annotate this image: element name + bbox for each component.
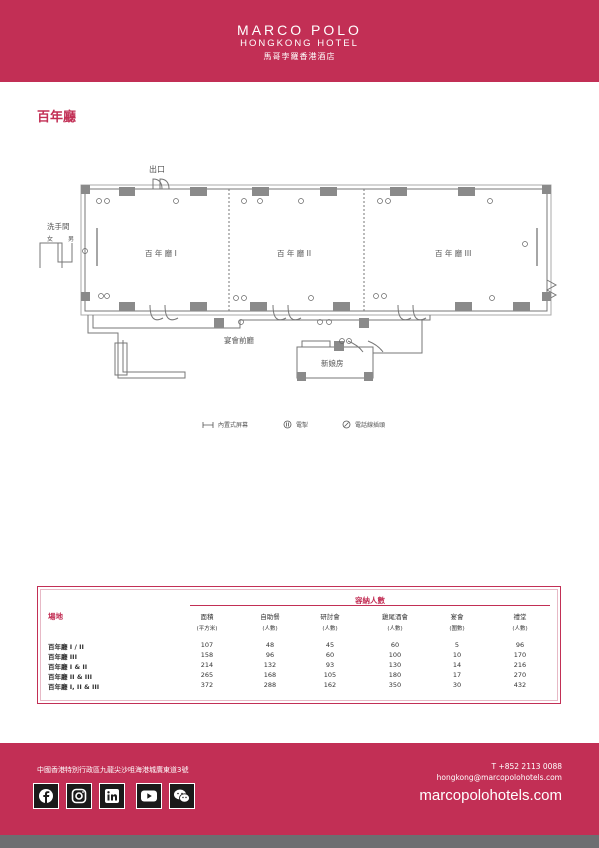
bridal-room-label: 新娘房 bbox=[321, 358, 344, 368]
column-header-buffet: 自助餐(人數) bbox=[260, 613, 280, 632]
exit-label: 出口 bbox=[149, 164, 165, 174]
legend-phone: 電話線插頭 bbox=[342, 420, 385, 429]
table-row: 百年廳 II & III 265 168 105 180 17 270 bbox=[48, 671, 527, 681]
phone-jack-icon bbox=[342, 420, 351, 429]
website-link[interactable]: marcopolohotels.com bbox=[419, 787, 562, 804]
capacity-table bbox=[37, 586, 561, 704]
legend-power: 電掣 bbox=[283, 420, 308, 429]
brand-chinese: 馬哥孛羅香港酒店 bbox=[263, 52, 336, 61]
youtube-icon[interactable] bbox=[136, 783, 162, 809]
instagram-icon[interactable] bbox=[66, 783, 92, 809]
column-header-theatre: 禮堂(人數) bbox=[512, 613, 528, 632]
room1-label: 百 年 廳 I bbox=[145, 248, 177, 258]
column-header-seminar: 研討會(人數) bbox=[320, 613, 340, 632]
capacity-title: 容納人數 bbox=[355, 596, 385, 605]
legend-power-label: 電掣 bbox=[296, 422, 309, 429]
phone-number: T +852 2113 0088 bbox=[491, 762, 562, 771]
female-washroom-label: 女 bbox=[47, 235, 53, 243]
footer: 中國香港特別行政區九龍尖沙咀海港城廣東道3號 T +852 2113 0088 … bbox=[0, 743, 599, 835]
legend-screen: 內置式屏幕 bbox=[202, 420, 248, 429]
brand-name: MARCO POLO bbox=[237, 22, 362, 38]
legend-screen-label: 內置式屏幕 bbox=[218, 422, 249, 429]
brand-subtitle: HONGKONG HOTEL bbox=[240, 38, 359, 49]
column-header-banquet: 宴會(圍數) bbox=[449, 613, 465, 632]
column-header-cocktail: 雞尾酒會(人數) bbox=[382, 613, 408, 632]
header: MARCO POLO HONGKONG HOTEL 馬哥孛羅香港酒店 bbox=[0, 0, 599, 82]
male-washroom-label: 男 bbox=[68, 236, 74, 243]
linkedin-icon[interactable] bbox=[99, 783, 125, 809]
table-row: 百年廳 I / II 107 48 45 60 5 96 bbox=[48, 641, 525, 651]
legend-phone-label: 電話線插頭 bbox=[355, 422, 386, 429]
table-row: 百年廳 I, II & III 372 288 162 350 30 432 bbox=[48, 681, 527, 691]
wechat-icon[interactable] bbox=[169, 783, 195, 809]
page-title: 百年廳 bbox=[37, 110, 77, 125]
email-link[interactable]: hongkong@marcopolohotels.com bbox=[436, 773, 562, 782]
facebook-icon[interactable] bbox=[33, 783, 59, 809]
floor-plan: 出口 洗手間 女 男 百 年 廳 I 百 年 廳 II 百 年 廳 III 宴會… bbox=[39, 164, 558, 381]
address: 中國香港特別行政區九龍尖沙咀海港城廣東道3號 bbox=[37, 766, 189, 774]
power-socket-icon bbox=[283, 420, 292, 429]
screen-icon bbox=[202, 421, 214, 428]
table-row: 百年廳 III 158 96 60 100 10 170 bbox=[48, 651, 527, 661]
washroom-label: 洗手間 bbox=[47, 221, 70, 231]
room2-label: 百 年 廳 II bbox=[277, 248, 311, 258]
table-row: 百年廳 I & II 214 132 93 130 14 216 bbox=[48, 661, 527, 671]
column-header-area: 面積(平方米) bbox=[196, 613, 218, 632]
capacity-divider bbox=[190, 605, 550, 606]
foyer-label: 宴會前廳 bbox=[224, 335, 254, 345]
bottom-bar bbox=[0, 835, 599, 848]
venue-header: 場地 bbox=[48, 612, 63, 621]
room3-label: 百 年 廳 III bbox=[435, 248, 471, 258]
